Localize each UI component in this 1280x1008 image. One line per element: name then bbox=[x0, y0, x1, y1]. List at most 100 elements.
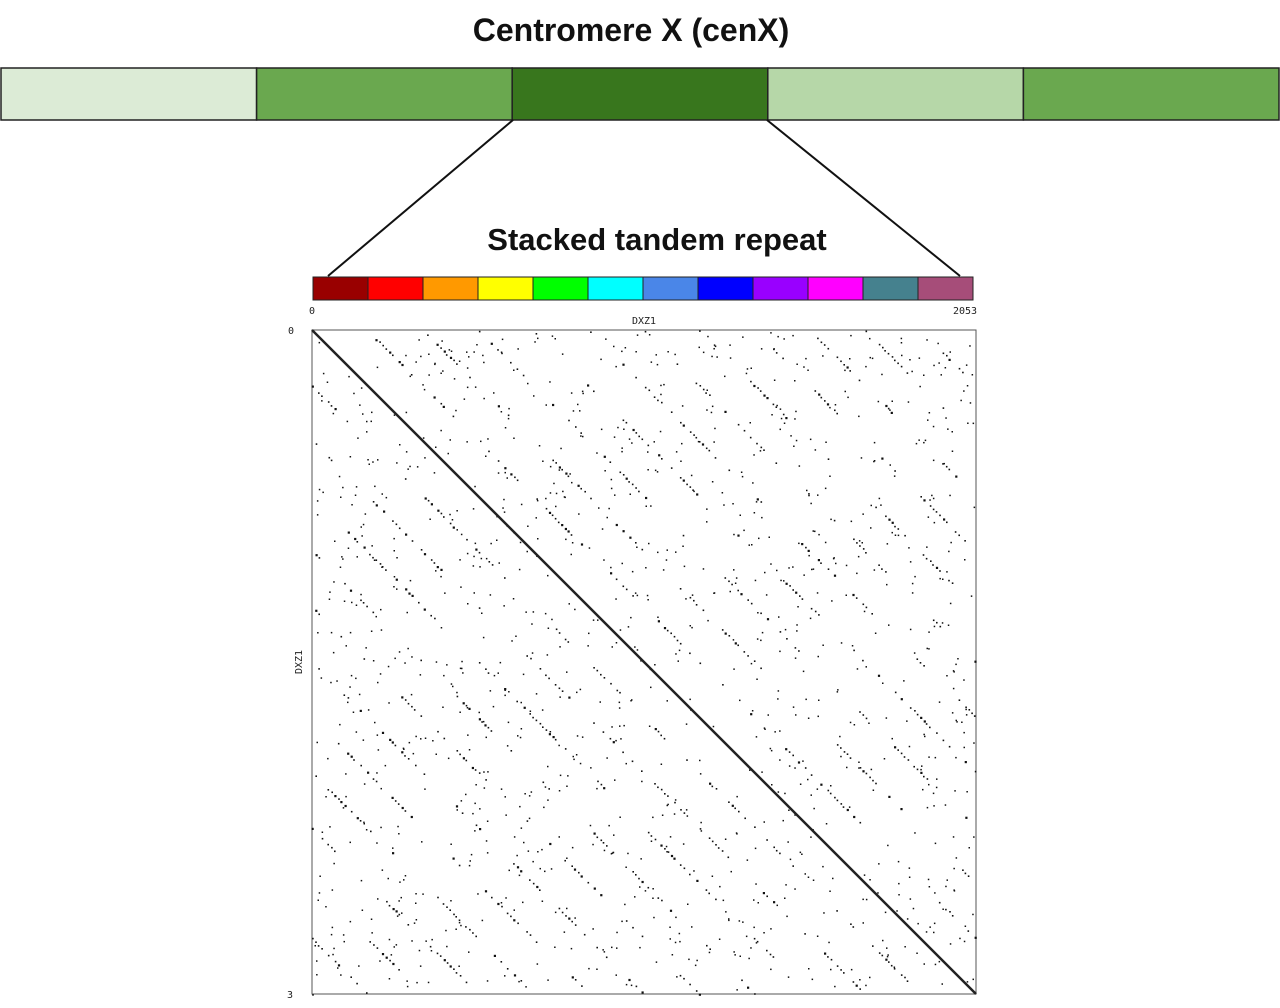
dotplot-dot bbox=[861, 542, 863, 544]
dotplot-dot bbox=[381, 731, 385, 734]
dotplot-dot bbox=[713, 348, 715, 350]
dotplot-dot bbox=[570, 534, 573, 536]
dotplot-dot bbox=[388, 904, 391, 907]
dotplot-dot bbox=[442, 405, 445, 408]
dotplot-dot bbox=[955, 756, 957, 759]
dotplot-dot bbox=[398, 361, 401, 364]
dotplot-dot bbox=[553, 482, 555, 485]
dotplot-dot bbox=[760, 446, 763, 449]
dotplot-dot bbox=[552, 403, 555, 407]
dotplot-dot bbox=[770, 968, 772, 971]
dotplot-dot bbox=[697, 440, 700, 443]
dotplot-dot bbox=[926, 339, 928, 341]
dotplot-dot bbox=[772, 403, 775, 406]
dotplot-dot bbox=[469, 376, 471, 379]
dotplot-dot bbox=[501, 905, 503, 908]
dotplot-dot bbox=[420, 549, 423, 551]
dotplot-dot bbox=[894, 470, 896, 472]
dotplot-dot bbox=[865, 552, 867, 554]
dotplot-dot bbox=[860, 457, 863, 459]
dotplot-dot bbox=[351, 601, 353, 604]
dotplot-dot bbox=[862, 898, 864, 901]
dotplot-dot bbox=[554, 338, 556, 340]
dotplot-dot bbox=[443, 350, 446, 353]
dotplot-dot bbox=[564, 496, 566, 499]
dotplot-dot bbox=[469, 860, 471, 862]
dotplot-dot bbox=[610, 853, 613, 855]
dotplot-dot bbox=[936, 732, 938, 734]
dotplot-dot bbox=[929, 926, 931, 928]
dotplot-dot bbox=[593, 832, 596, 835]
dotplot-dot bbox=[647, 469, 649, 471]
dotplot-dot bbox=[766, 949, 768, 952]
dotplot-dot bbox=[654, 838, 657, 841]
dotplot-dot bbox=[513, 863, 515, 865]
dotplot-dot bbox=[593, 887, 596, 890]
dotplot-dot bbox=[873, 460, 876, 462]
dotplot-dot bbox=[603, 677, 606, 679]
dotplot-dot bbox=[689, 873, 691, 876]
dotplot-dot bbox=[497, 405, 500, 408]
dotplot-dot bbox=[395, 944, 398, 946]
dotplot-dot bbox=[384, 764, 387, 767]
dotplot-dot bbox=[754, 847, 757, 850]
dotplot-dot bbox=[455, 805, 459, 808]
dotplot-dot bbox=[555, 462, 557, 464]
dotplot-dot bbox=[849, 358, 851, 360]
dotplot-dot bbox=[802, 760, 804, 762]
dotplot-dot bbox=[613, 345, 615, 348]
dotplot-dot bbox=[657, 786, 659, 789]
dotplot-dot bbox=[871, 357, 874, 360]
dotplot-dot bbox=[415, 893, 417, 895]
dotplot-dot bbox=[547, 627, 550, 629]
dotplot-dot bbox=[619, 629, 622, 631]
dotplot-dot bbox=[450, 350, 453, 352]
dotplot-dot bbox=[374, 485, 376, 488]
dotplot-dot bbox=[497, 902, 500, 906]
dotplot-dot bbox=[835, 562, 837, 565]
dotplot-dot bbox=[745, 935, 748, 938]
dotplot-dot bbox=[466, 386, 469, 389]
dotplot-dot bbox=[943, 462, 945, 465]
dotplot-dot bbox=[833, 519, 836, 522]
dotplot-dot bbox=[468, 707, 471, 710]
dotplot-dot bbox=[907, 401, 910, 403]
dotplot-dot bbox=[443, 674, 445, 677]
dotplot-dot bbox=[331, 846, 333, 849]
dotplot-dot bbox=[415, 919, 418, 921]
dotplot-dot bbox=[456, 363, 458, 365]
dotplot-dot bbox=[433, 562, 436, 564]
dotplot-dot bbox=[795, 714, 797, 716]
dotplot-dot bbox=[735, 577, 738, 579]
dotplot-dot bbox=[559, 696, 561, 698]
dotplot-dot bbox=[887, 407, 890, 410]
dotplot-dot bbox=[393, 576, 396, 578]
dotplot-dot bbox=[375, 559, 378, 561]
dotplot-dot bbox=[405, 451, 408, 453]
dotplot-dot bbox=[360, 599, 362, 602]
dotplot-dot bbox=[482, 354, 484, 357]
dotplot-dot bbox=[898, 894, 900, 896]
dotplot-dot bbox=[392, 354, 394, 357]
dotplot-dot bbox=[903, 756, 906, 758]
dotplot-dot bbox=[361, 535, 363, 537]
dotplot-dot bbox=[728, 469, 731, 472]
dotplot-dot bbox=[379, 673, 382, 675]
dotplot-dot bbox=[963, 679, 965, 681]
dotplot-dot bbox=[347, 531, 350, 534]
dotplot-dot bbox=[615, 974, 617, 976]
dotplot-dot bbox=[578, 513, 580, 515]
dotplot-dot bbox=[894, 525, 896, 528]
dotplot-dot bbox=[418, 949, 421, 952]
dotplot-dot bbox=[878, 863, 880, 865]
dotplot-dot bbox=[715, 898, 717, 901]
dotplot-dot bbox=[938, 960, 941, 963]
dotplot-dot bbox=[670, 467, 673, 469]
dotplot-dot bbox=[890, 411, 893, 414]
dotplot-dot bbox=[923, 963, 925, 965]
dotplot-dot bbox=[972, 978, 974, 981]
dotplot-dot bbox=[783, 422, 786, 424]
dotplot-dot bbox=[632, 871, 634, 873]
dotplot-dot bbox=[916, 713, 919, 716]
dotplot-dot bbox=[381, 493, 383, 495]
